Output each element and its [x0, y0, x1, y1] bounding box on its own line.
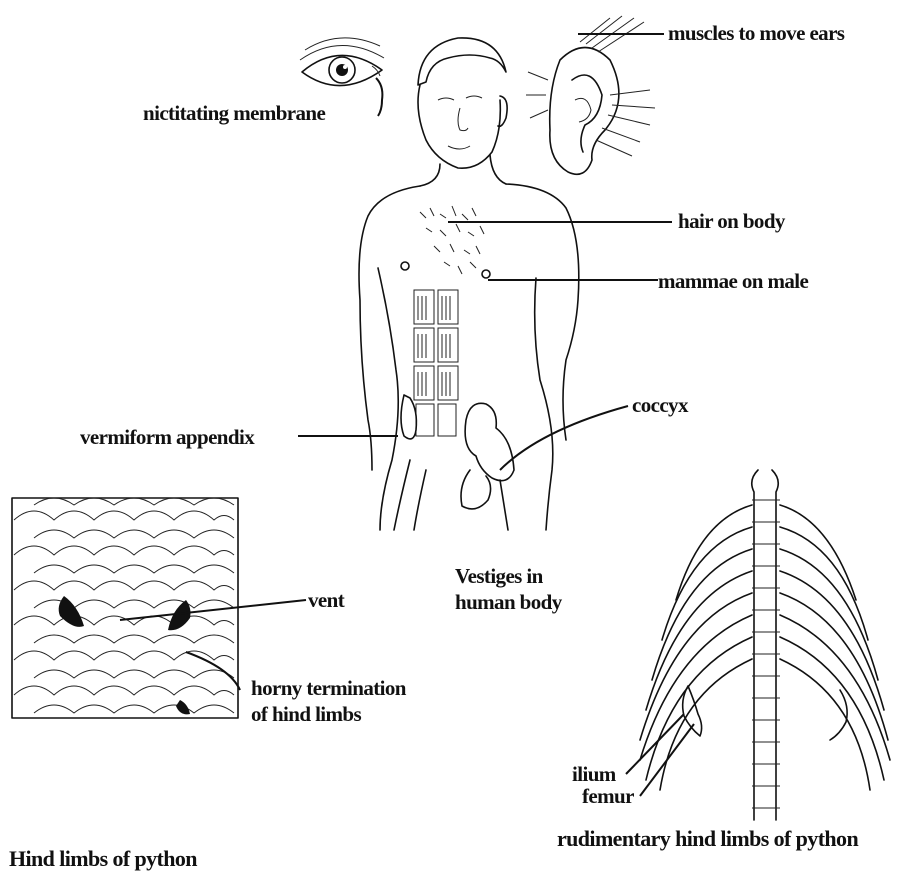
- label-muscles-to-move-ears: muscles to move ears: [668, 21, 844, 45]
- label-vent: vent: [308, 588, 344, 612]
- python-scales-illustration: [12, 498, 238, 718]
- label-nictitating-membrane: nictitating membrane: [143, 101, 325, 125]
- label-mammae-on-male: mammae on male: [658, 269, 808, 293]
- label-horny-termination-line1: horny termination: [251, 676, 406, 700]
- caption-vestiges-line1: Vestiges in: [455, 564, 543, 588]
- python-skeleton-illustration: [640, 470, 890, 820]
- leader-lines: [120, 34, 694, 796]
- caption-rudimentary-hind-limbs: rudimentary hind limbs of python: [557, 826, 858, 851]
- caption-vestiges-line2: human body: [455, 590, 562, 614]
- label-horny-termination-line2: of hind limbs: [251, 702, 361, 726]
- label-coccyx: coccyx: [632, 393, 688, 417]
- ear-illustration: [526, 16, 655, 174]
- label-femur: femur: [582, 784, 634, 808]
- eye-illustration: [300, 38, 384, 86]
- caption-hind-limbs-of-python: Hind limbs of python: [9, 846, 197, 871]
- label-ilium: ilium: [572, 762, 616, 786]
- human-body-illustration: [359, 38, 579, 530]
- label-hair-on-body: hair on body: [678, 209, 785, 233]
- label-vermiform-appendix: vermiform appendix: [80, 425, 254, 449]
